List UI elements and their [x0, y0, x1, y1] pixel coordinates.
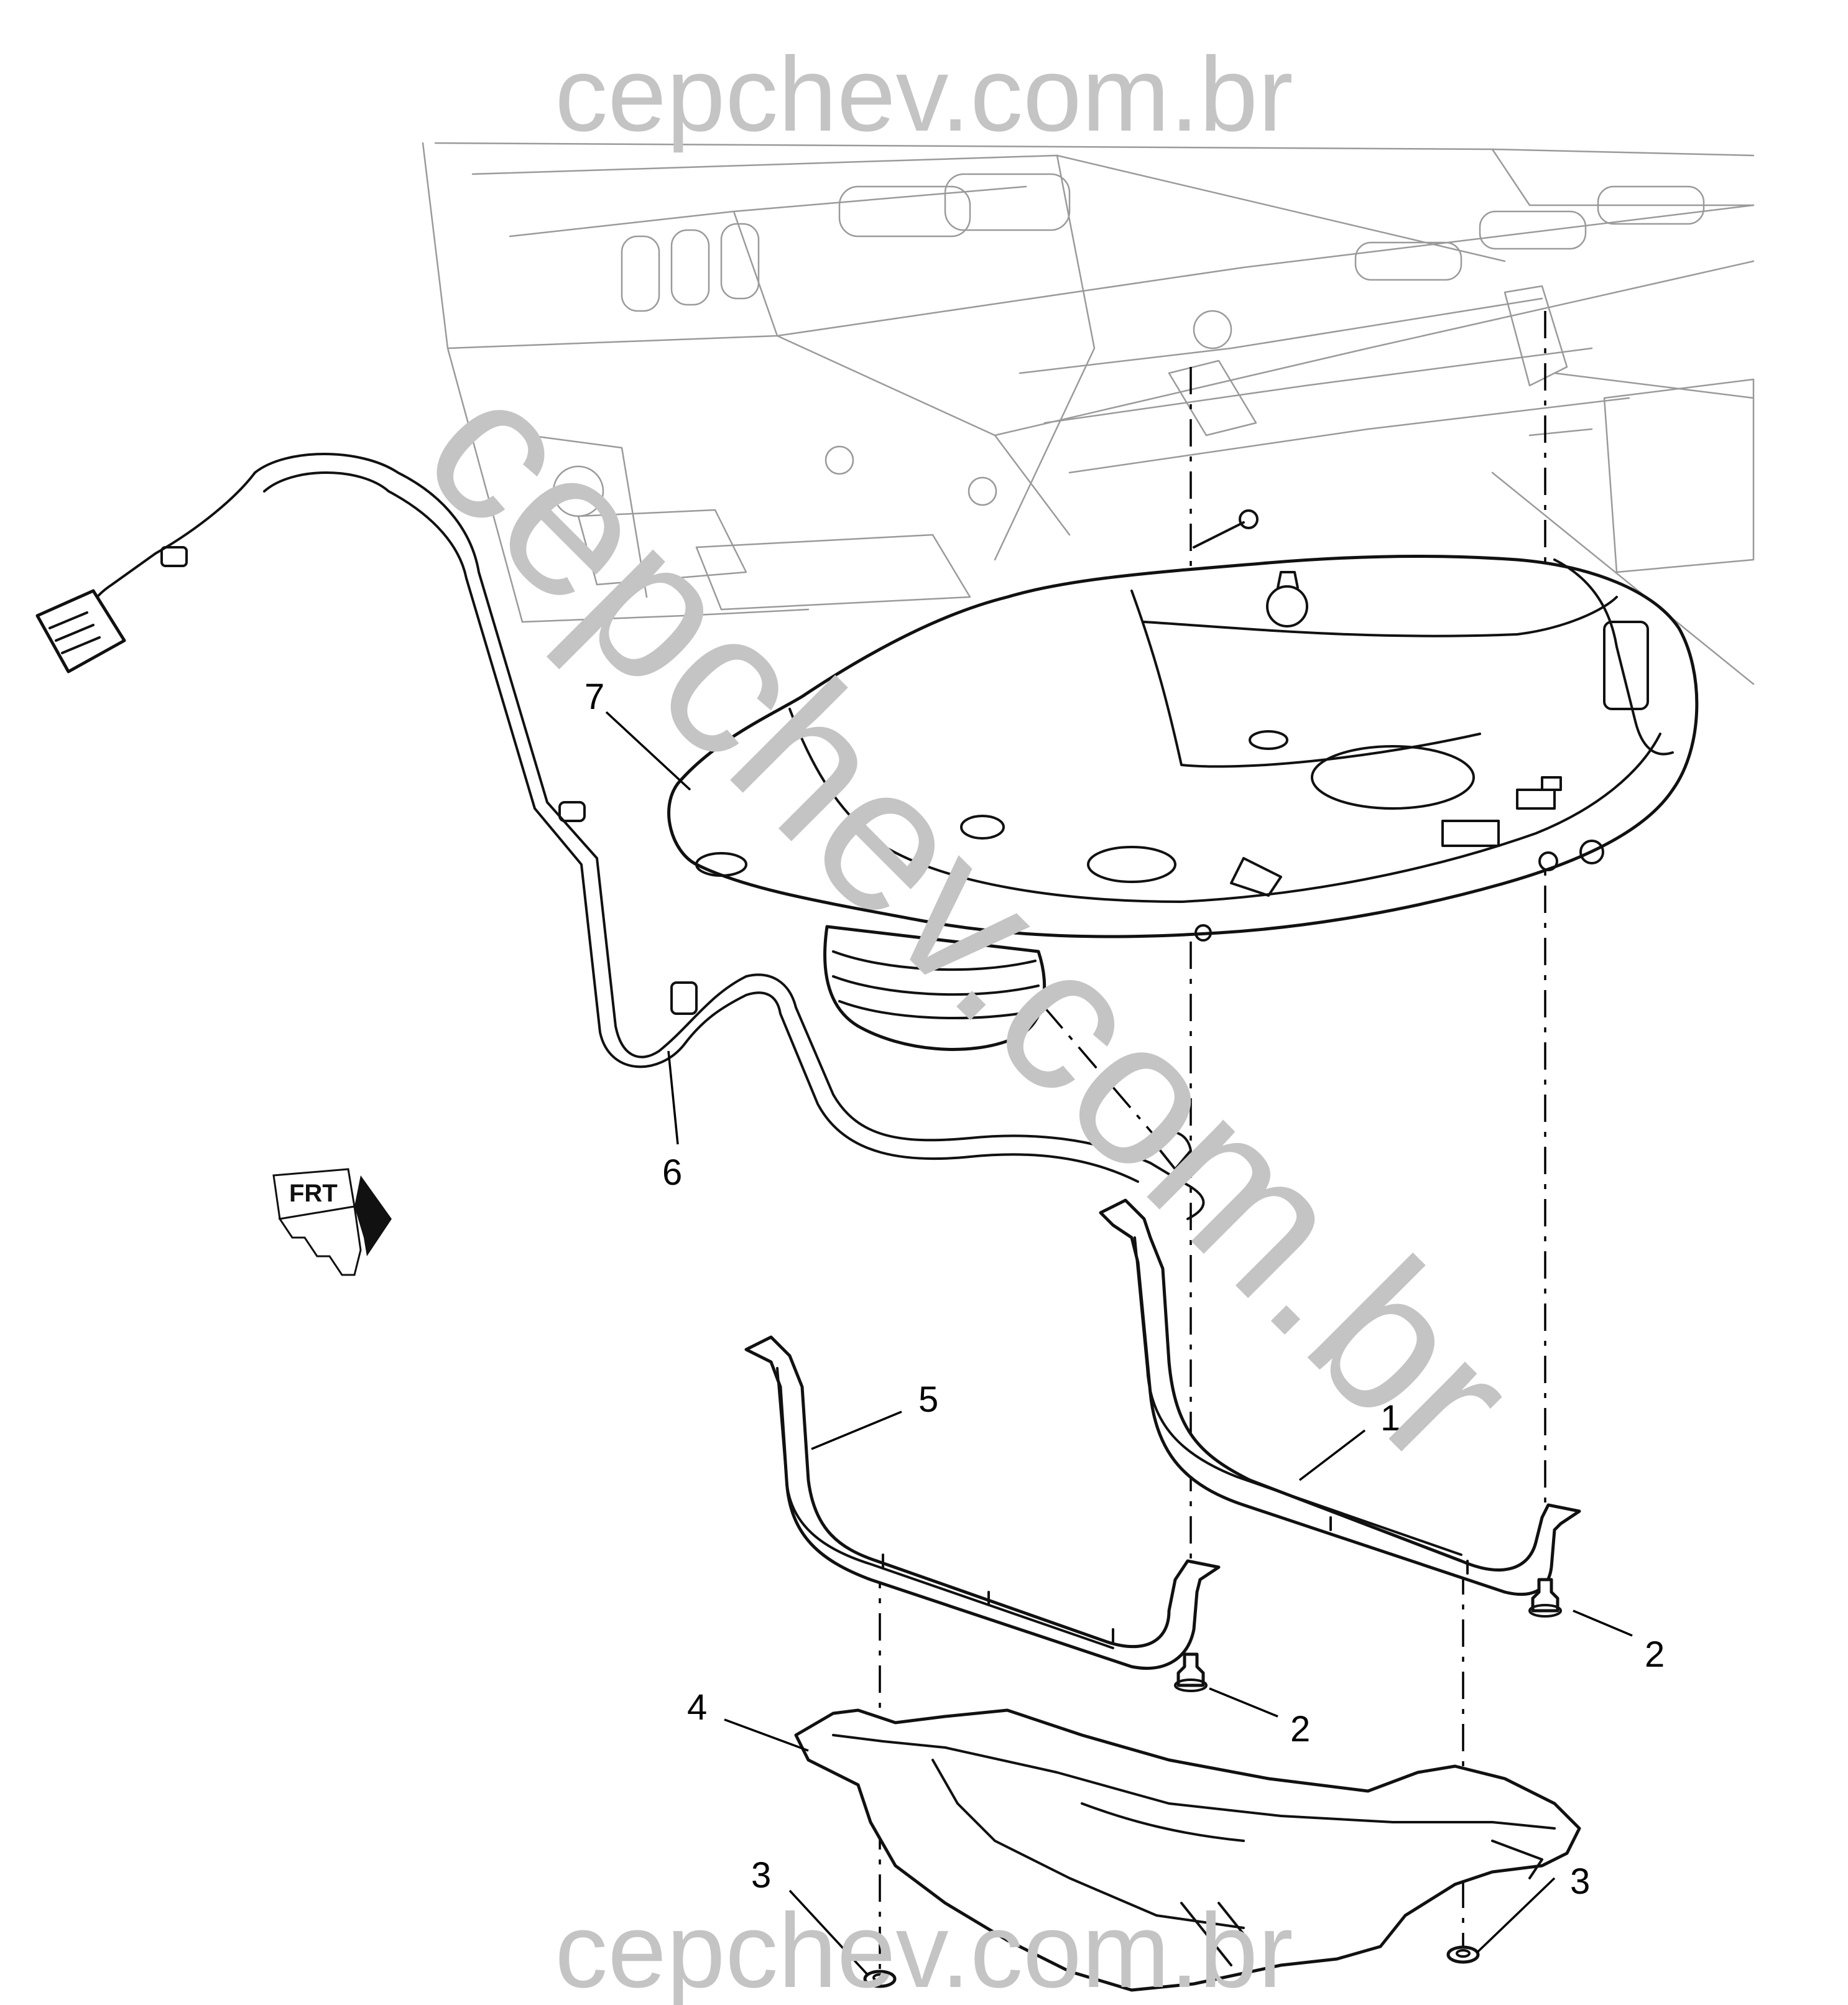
fuel-tank-shield: [794, 1708, 1581, 1992]
leader-lines: [605, 711, 1633, 1976]
fuel-tank-strap-right: [1099, 1198, 1581, 1596]
front-direction-arrow-icon: FRT: [272, 1168, 392, 1276]
watermark-bottom: cepchev.com.br: [555, 1892, 1293, 2005]
nut-right: [1446, 1945, 1480, 1964]
callout-label-2-right: 2: [1645, 1634, 1665, 1675]
callout-labels: 1 2 2 3 3 4 5 6 7: [584, 677, 1665, 1902]
watermark-diagonal: cepchev.com.br: [382, 332, 1558, 1509]
callout-label-1: 1: [1380, 1398, 1400, 1438]
watermarks: cepchev.com.br cepchev.com.br cepchev.co…: [382, 35, 1558, 2005]
callout-label-5: 5: [918, 1379, 938, 1420]
vehicle-underbody-structure: [422, 142, 1755, 685]
bolt-center: [1174, 1652, 1208, 1692]
callout-label-4: 4: [687, 1687, 707, 1728]
callout-label-3-left: 3: [751, 1855, 771, 1896]
nut-left: [863, 1970, 897, 1988]
watermark-top: cepchev.com.br: [555, 35, 1293, 154]
fuel-line: [35, 453, 1205, 1220]
fuel-tank-strap-left: [744, 1335, 1221, 1670]
callout-label-2-center: 2: [1290, 1709, 1310, 1749]
callout-label-7: 7: [584, 677, 604, 717]
fuel-tank: [667, 509, 1699, 1051]
bolt-right: [1528, 1578, 1562, 1618]
callout-label-3-right: 3: [1570, 1861, 1590, 1902]
frt-label: FRT: [289, 1180, 338, 1207]
callout-label-6: 6: [662, 1152, 682, 1193]
